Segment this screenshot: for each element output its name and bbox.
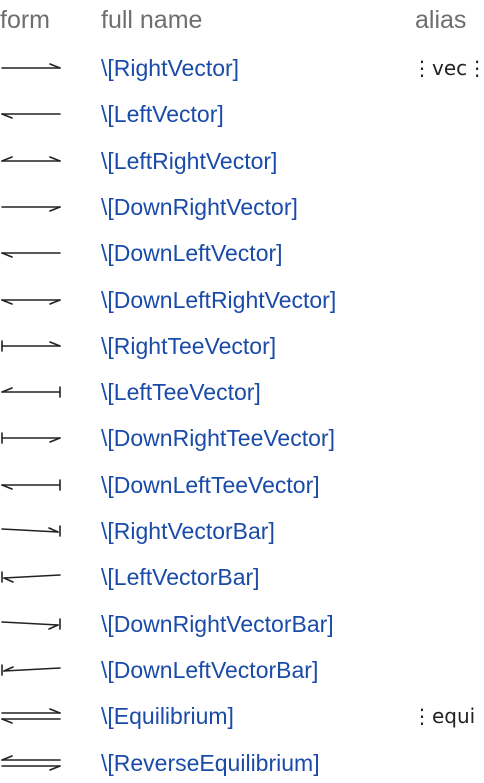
header-form: form: [0, 6, 50, 34]
full-name-link[interactable]: \[DownLeftVector]: [101, 240, 283, 267]
down-right-tee-vector-icon: [0, 426, 64, 450]
header-alias: alias: [415, 6, 467, 34]
table-row: \[DownLeftVector]: [0, 233, 484, 273]
table-row: \[LeftVectorBar]: [0, 557, 484, 597]
full-name-link[interactable]: \[RightVector]: [101, 55, 240, 81]
reverse-equilibrium-icon: [0, 751, 64, 775]
down-left-vector-icon: [0, 241, 64, 265]
table-row: \[DownLeftTeeVector]: [0, 465, 484, 505]
down-right-vector-icon: [0, 195, 64, 219]
left-tee-vector-icon: [0, 380, 64, 404]
table-row: \[ReverseEquilibrium]: [0, 743, 484, 783]
table-row: \[RightVector] ⋮vec⋮: [0, 48, 484, 88]
full-name-link[interactable]: \[DownRightVector]: [101, 193, 298, 220]
down-left-right-vector-icon: [0, 288, 64, 312]
left-vector-icon: [0, 102, 64, 126]
full-name-link[interactable]: \[DownLeftVectorBar]: [101, 656, 319, 683]
table-row: \[RightTeeVector]: [0, 326, 484, 366]
full-name-link[interactable]: \[RightTeeVector]: [101, 332, 277, 359]
right-tee-vector-icon: [0, 334, 64, 358]
equilibrium-icon: [0, 704, 64, 728]
full-name-link[interactable]: \[DownRightVectorBar]: [101, 610, 334, 637]
table-row: \[DownRightVector]: [0, 187, 484, 227]
table-row: \[DownRightTeeVector]: [0, 418, 484, 458]
table-row: \[Equilibrium] ⋮equi⋮: [0, 696, 484, 736]
down-right-vector-bar-icon: [0, 612, 64, 636]
header-full-name: full name: [101, 6, 203, 34]
full-name-link[interactable]: \[ReverseEquilibrium]: [101, 749, 320, 776]
full-name-link[interactable]: \[DownLeftRightVector]: [101, 286, 337, 313]
table-row: \[DownLeftVectorBar]: [0, 650, 484, 690]
full-name-link[interactable]: \[LeftTeeVector]: [101, 379, 261, 406]
full-name-link[interactable]: \[LeftVectorBar]: [101, 564, 260, 591]
table-row: \[DownRightVectorBar]: [0, 604, 484, 644]
alias-text: ⋮vec⋮: [412, 56, 484, 80]
alias-text: ⋮equi⋮: [412, 704, 484, 729]
down-left-tee-vector-icon: [0, 473, 64, 497]
down-left-vector-bar-icon: [0, 658, 64, 682]
full-name-link[interactable]: \[LeftVector]: [101, 101, 224, 128]
left-vector-bar-icon: [0, 565, 64, 589]
right-vector-bar-icon: [0, 519, 64, 543]
full-name-link[interactable]: \[DownRightTeeVector]: [101, 425, 335, 452]
table-row: \[DownLeftRightVector]: [0, 280, 484, 320]
full-name-link[interactable]: \[DownLeftTeeVector]: [101, 471, 320, 498]
table-row: \[RightVectorBar]: [0, 511, 484, 551]
full-name-link[interactable]: \[RightVectorBar]: [101, 518, 275, 544]
left-right-vector-icon: [0, 149, 64, 173]
table-row: \[LeftRightVector]: [0, 141, 484, 181]
full-name-link[interactable]: \[Equilibrium]: [101, 703, 234, 730]
table-row: \[LeftTeeVector]: [0, 372, 484, 412]
table-row: \[LeftVector]: [0, 94, 484, 134]
full-name-link[interactable]: \[LeftRightVector]: [101, 147, 278, 174]
right-vector-icon: [0, 56, 64, 80]
